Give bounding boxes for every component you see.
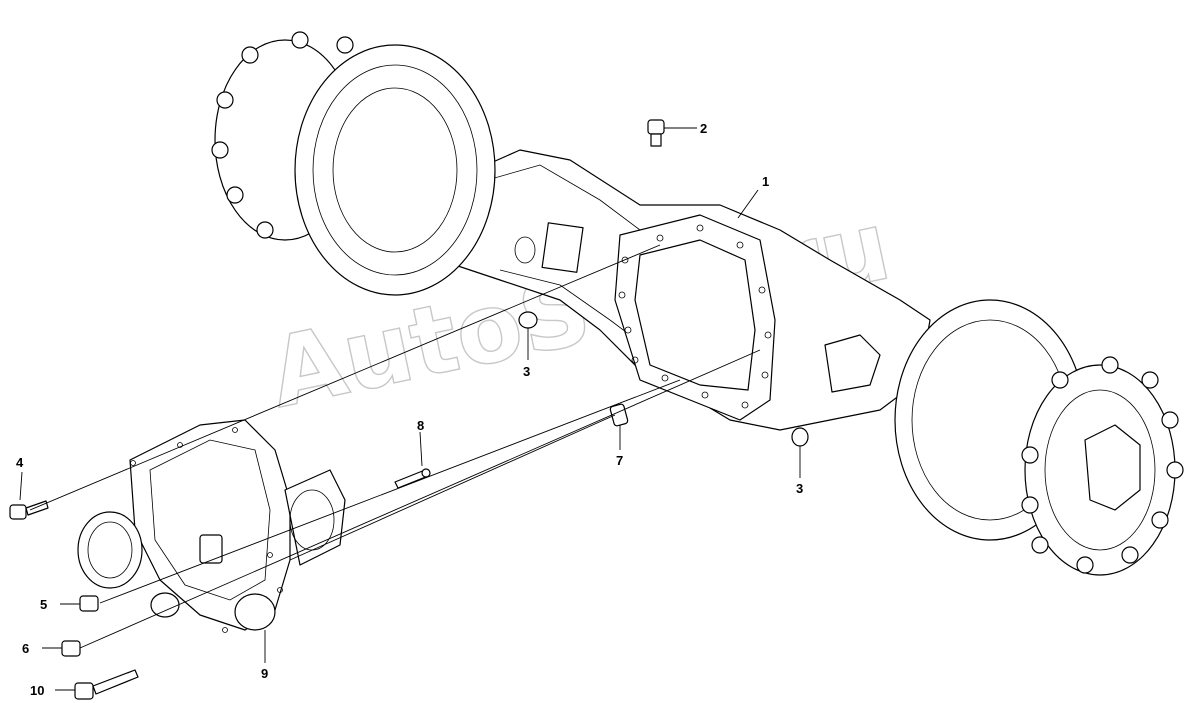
callout-7: 7 [616,453,623,468]
callout-8: 8 [417,418,424,433]
breather-valve [647,119,665,147]
bolt-10 [74,669,139,700]
stud-8 [394,468,431,489]
callout-3-right: 3 [796,481,803,496]
nut-6 [61,640,81,657]
callout-5: 5 [40,597,47,612]
callout-2: 2 [700,121,707,136]
leader-lines [19,127,801,691]
nut-5 [79,595,99,612]
callout-1: 1 [762,174,769,189]
differential-carrier [77,419,346,633]
callout-10: 10 [30,683,44,698]
axle-housing [211,31,1184,576]
drain-plug-right [791,427,809,447]
callout-4: 4 [16,455,24,470]
callout-3-left: 3 [523,364,530,379]
callout-6: 6 [22,641,29,656]
bolt-4 [9,500,49,520]
callout-9: 9 [261,666,268,681]
drain-plug-left [518,311,538,329]
